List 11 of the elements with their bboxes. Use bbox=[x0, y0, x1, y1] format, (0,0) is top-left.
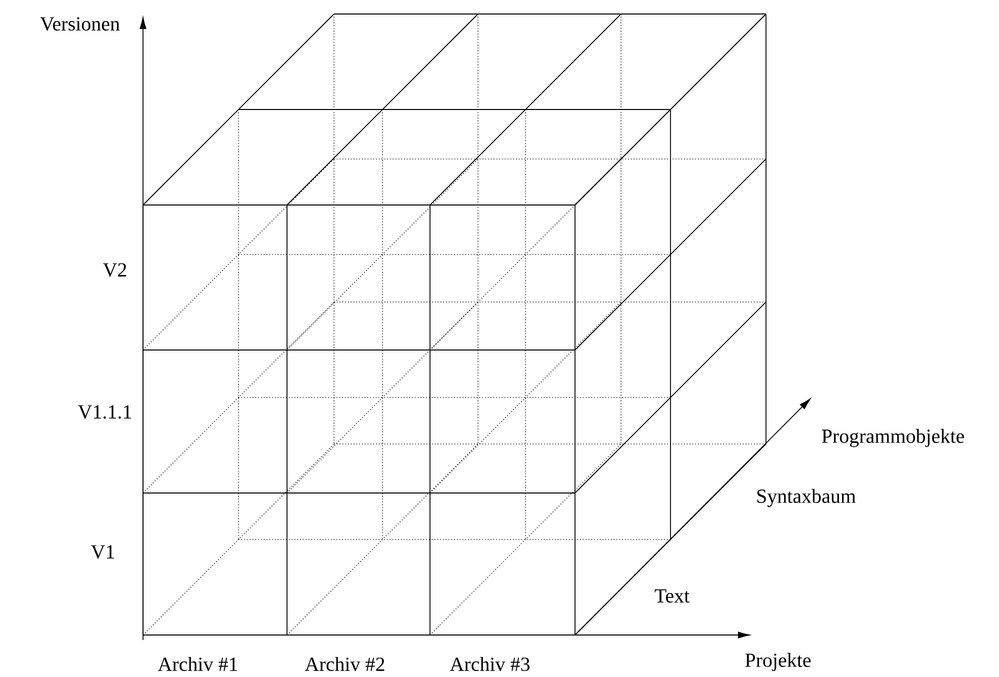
tick-label: Archiv #2 bbox=[304, 656, 384, 672]
tick-label: Archiv #3 bbox=[450, 656, 530, 672]
tick-label: Archiv #1 bbox=[158, 656, 238, 672]
tick-label: V2 bbox=[103, 263, 126, 277]
tick-label: Text bbox=[654, 589, 690, 603]
tick-label: V1 bbox=[91, 545, 114, 559]
axis-label: Projekte bbox=[745, 652, 811, 672]
tick-label: Programmobjekte bbox=[822, 428, 964, 448]
axis-label: Versionen bbox=[40, 17, 120, 31]
tick-label: Syntaxbaum bbox=[757, 488, 856, 508]
tick-label: V1.1.1 bbox=[78, 405, 132, 419]
